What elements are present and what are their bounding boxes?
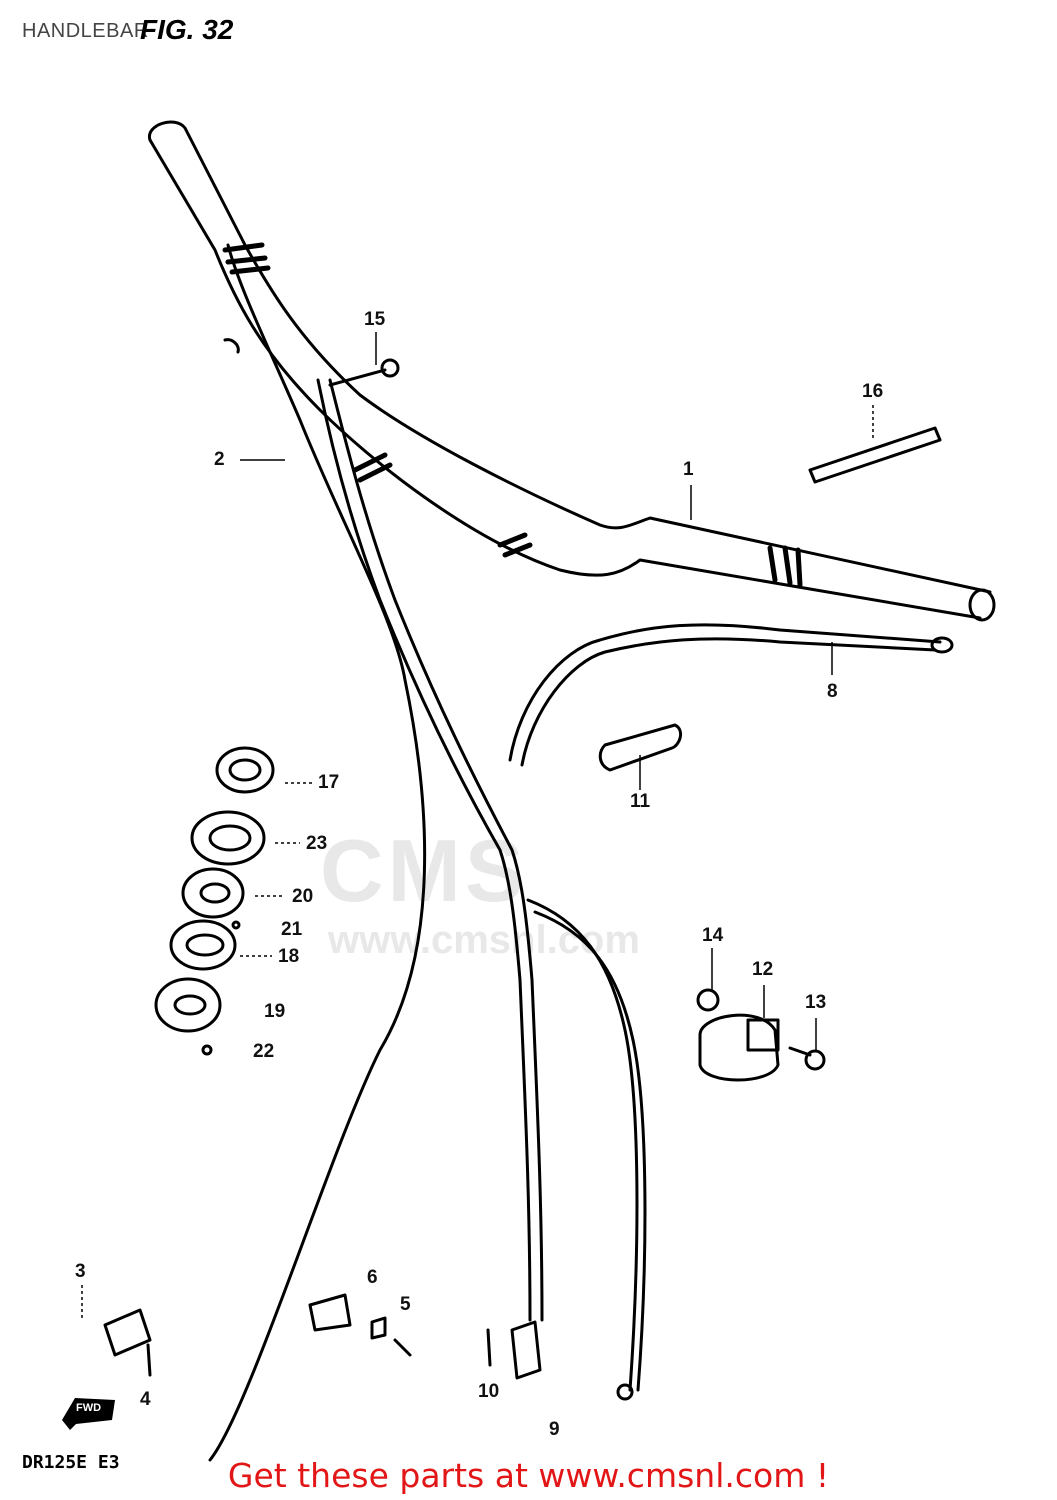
callout-12: 12: [752, 959, 774, 980]
seal-23-inner: [208, 824, 252, 852]
cable-2: [208, 243, 427, 1462]
fwd-arrow-icon: [62, 1398, 115, 1430]
bracket-11: [598, 723, 683, 772]
fitting-5-6-b: [370, 1316, 387, 1340]
handlebar-end-right: [968, 588, 996, 622]
fitting-5-6: [308, 1293, 352, 1332]
callout-23: 23: [306, 833, 328, 854]
callout-18: 18: [278, 946, 300, 967]
washer-19-inner: [173, 994, 207, 1016]
callout-20: 20: [292, 886, 314, 907]
callout-17: 17: [318, 772, 340, 793]
handlebar-band-left: [352, 452, 393, 483]
callout-21: 21: [281, 919, 303, 940]
bolt-15-head: [380, 358, 400, 378]
callout-5: 5: [400, 1294, 411, 1315]
fitting-10: [510, 1320, 542, 1380]
callout-3: 3: [75, 1261, 86, 1282]
washer-19: [154, 977, 222, 1033]
cable-2-tip: [223, 338, 240, 354]
bolt-15: [328, 368, 387, 387]
figure-number: FIG. 32: [140, 14, 234, 45]
callout-6: 6: [367, 1267, 378, 1288]
handlebar-grip-right: [767, 545, 803, 588]
page-title: HANDLEBAR: [22, 20, 149, 42]
seal-18-inner: [185, 933, 225, 957]
clamp-12-tab: [746, 1018, 780, 1052]
seal-18: [169, 919, 237, 971]
handlebar-grip-mid: [497, 532, 533, 558]
fitting-3: [103, 1308, 152, 1357]
clamp-12: [698, 1013, 780, 1082]
washer-20: [181, 867, 245, 919]
handlebar-tube-lower: [148, 138, 982, 620]
callout-10: 10: [478, 1381, 500, 1402]
o-ring-21: [231, 920, 241, 930]
washer-20-inner: [199, 882, 231, 904]
callout-22: 22: [253, 1041, 275, 1062]
cable-tie-16: [808, 426, 942, 484]
seal-17: [215, 746, 275, 794]
cable-center: [316, 378, 532, 1322]
cable-8: [508, 623, 942, 762]
watermark-url: www.cmsnl.com: [328, 918, 640, 962]
callout-13: 13: [805, 992, 827, 1013]
fwd-label: FWD: [76, 1402, 102, 1414]
fwd-marker: FWD: [58, 1398, 116, 1426]
callout-19: 19: [264, 1001, 286, 1022]
fitting-5-6-c: [393, 1338, 412, 1357]
cable-lower-right-b: [533, 910, 647, 1392]
callout-2: 2: [214, 449, 225, 470]
callout-11: 11: [630, 791, 651, 812]
callout-9: 9: [549, 1419, 560, 1440]
cable-center-b: [328, 378, 544, 1322]
callout-4: 4: [140, 1389, 151, 1410]
model-code: DR125E E3: [22, 1452, 120, 1473]
cable-8-end: [930, 636, 954, 654]
o-ring-22: [201, 1044, 213, 1056]
cable-8-b: [520, 637, 937, 767]
pin-4: [146, 1343, 152, 1377]
callout-1: 1: [683, 459, 694, 480]
callout-8: 8: [827, 681, 838, 702]
cable-lower-right: [526, 898, 639, 1392]
cable-lower-right-end: [616, 1383, 634, 1401]
seal-23: [190, 810, 266, 866]
pin-10: [486, 1328, 492, 1367]
callout-15: 15: [364, 309, 386, 330]
screw-13-head: [804, 1049, 826, 1071]
footer-link[interactable]: Get these parts at www.cmsnl.com !: [227, 1456, 830, 1495]
handlebar-tube: [148, 120, 992, 594]
seal-17-inner: [228, 758, 262, 782]
callout-16: 16: [862, 381, 884, 402]
nut-14: [696, 988, 720, 1012]
callout-14: 14: [702, 925, 724, 946]
